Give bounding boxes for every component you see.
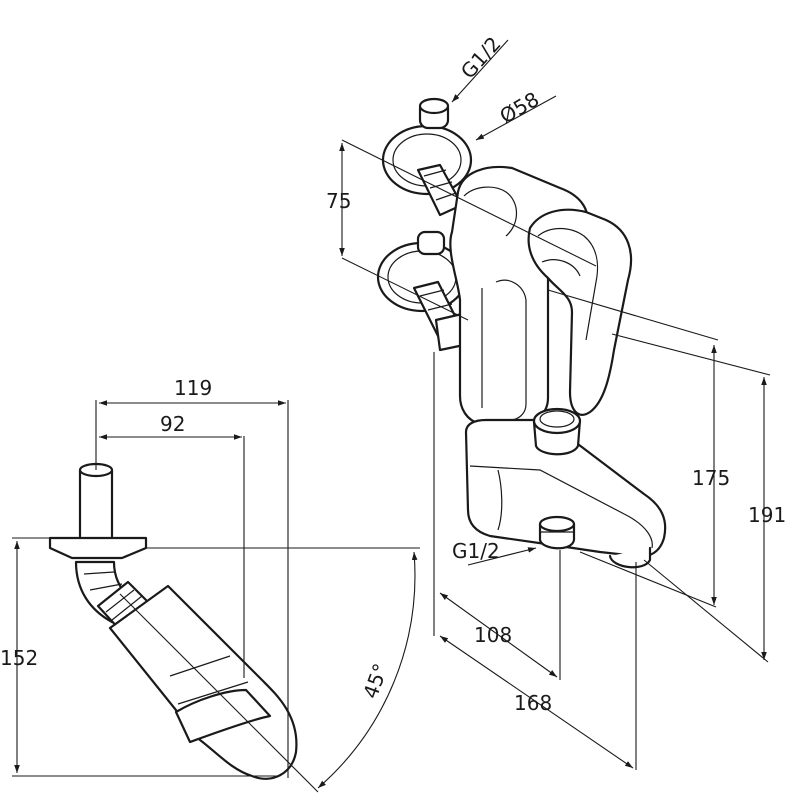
- lever-handle: [527, 208, 633, 416]
- dim-75: 75: [326, 189, 351, 213]
- dim-119: 119: [174, 376, 212, 400]
- dim-152: 152: [0, 646, 38, 670]
- dim-168: 168: [514, 691, 552, 715]
- dim-g12-outlet: G1/2: [452, 539, 500, 563]
- dim-92: 92: [160, 412, 185, 436]
- front-view-dimension-lines: [339, 39, 771, 770]
- upper-wall-flange: [381, 97, 473, 217]
- side-view-dimension-lines: [12, 400, 420, 793]
- dim-108: 108: [474, 623, 512, 647]
- diverter-knob: [532, 407, 582, 456]
- bath-spout: [464, 418, 667, 558]
- dim-diameter-58: Ø58: [496, 87, 544, 128]
- side-wall-plate: [48, 536, 148, 560]
- mixer-side-view: [48, 462, 298, 780]
- dim-191: 191: [748, 503, 786, 527]
- dim-175: 175: [692, 466, 730, 490]
- side-body: [108, 584, 298, 780]
- outlet-thread: [538, 515, 652, 569]
- mixer-front-view: [376, 97, 667, 569]
- dim-g12-top: G1/2: [456, 32, 506, 83]
